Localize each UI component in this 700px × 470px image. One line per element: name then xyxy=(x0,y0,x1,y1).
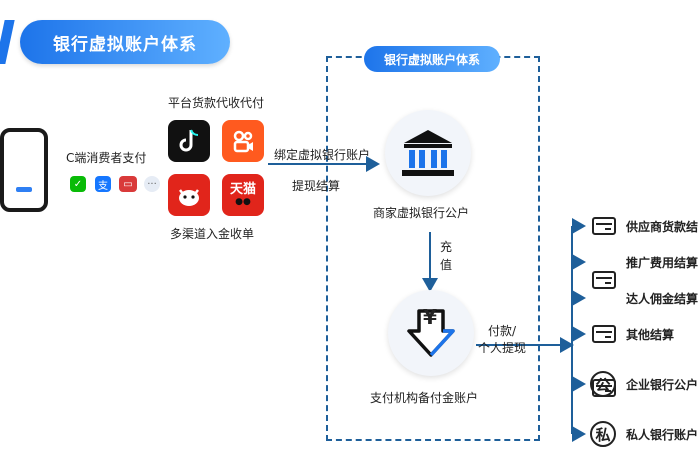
kuaishou-icon xyxy=(222,120,264,162)
private-account-icon: 私 xyxy=(590,421,616,447)
output-label-promotion: 推广费用结算 xyxy=(626,256,699,270)
unionpay-icon: ▭ xyxy=(119,176,137,192)
merchant-label: 商家虚拟银行公户 xyxy=(373,206,470,220)
yen-symbol: ¥ xyxy=(423,305,437,329)
merchant-node xyxy=(385,110,471,196)
output-label-supplier: 供应商货款结 xyxy=(626,220,699,234)
jd-icon xyxy=(168,174,210,216)
output-label-other: 其他结算 xyxy=(626,328,675,342)
tmall-eyes-icon: ●● xyxy=(235,197,251,207)
bank-icon xyxy=(402,130,454,176)
main-title: 银行虚拟账户体系 xyxy=(20,20,230,64)
platform-label: 平台货款代收代付 xyxy=(168,96,265,110)
payment-label: 支付机构备付金账户 xyxy=(370,391,479,405)
pay-label-1: 付款/ xyxy=(488,324,517,338)
output-label-influencer: 达人佣金结算 xyxy=(626,292,699,306)
tmall-icon: 天猫 ●● xyxy=(222,174,264,216)
recharge-label-1: 充 xyxy=(440,240,453,254)
output-label-private: 私人银行账户 xyxy=(626,428,699,442)
payment-node: ¥ xyxy=(388,290,474,376)
card-icon xyxy=(592,325,616,343)
channels-label: 多渠道入金收单 xyxy=(170,227,255,241)
tiktok-icon xyxy=(168,120,210,162)
withdraw-label: 提现结算 xyxy=(292,179,341,193)
pay-label-2: 个人提现 xyxy=(478,341,527,355)
recharge-label-2: 值 xyxy=(440,258,453,272)
card-icon xyxy=(592,271,616,289)
card-icon xyxy=(592,217,616,235)
bind-label: 绑定虚拟银行账户 xyxy=(274,148,371,162)
public-account-icon: 公 xyxy=(590,371,616,397)
output-label-corporate: 企业银行公户 xyxy=(626,378,699,392)
phone-button xyxy=(16,187,32,192)
box-title: 银行虚拟账户体系 xyxy=(364,46,500,72)
phone-icon xyxy=(0,128,48,212)
yen-arrow-icon xyxy=(407,309,455,357)
consumer-pay-label: C端消费者支付 xyxy=(66,151,147,165)
tmall-text: 天猫 xyxy=(229,182,256,197)
alipay-icon: 支 xyxy=(95,176,111,192)
more-icon: ··· xyxy=(144,176,160,192)
wechat-pay-icon: ✓ xyxy=(70,176,86,192)
